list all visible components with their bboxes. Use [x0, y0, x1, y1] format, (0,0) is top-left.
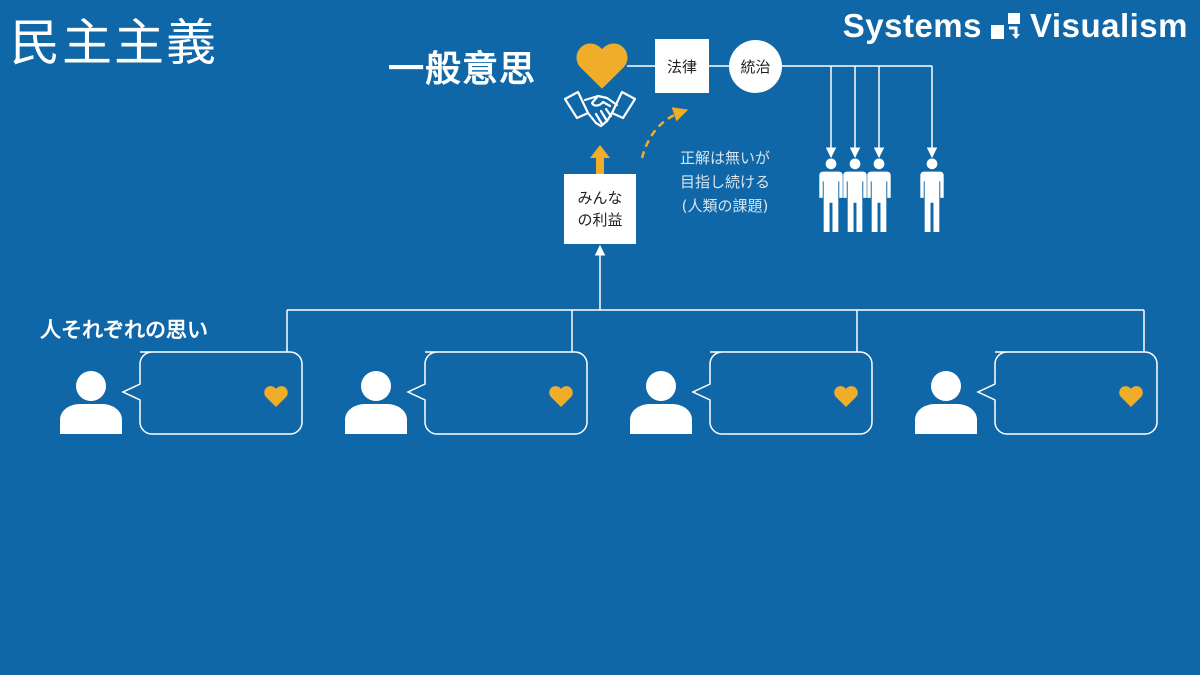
curved-dashed-arrow-icon	[640, 107, 689, 159]
bubble-heart-icon	[264, 386, 288, 407]
user-icon	[60, 371, 122, 434]
speech-bubble	[406, 351, 588, 435]
bubble-heart-icon	[1119, 386, 1143, 407]
note-line-2: 目指し続ける	[679, 173, 770, 191]
voices-label: 人それぞれの思い	[40, 318, 208, 342]
bubble-heart-icon	[834, 386, 858, 407]
flowchart-blocks-icon	[991, 13, 1021, 39]
voices-tree-connector	[286, 244, 1145, 352]
speech-bubble	[121, 351, 303, 435]
general-will-label: 一般意思	[388, 49, 537, 90]
voice-group-4	[915, 351, 1158, 435]
user-icon	[630, 371, 692, 434]
speech-bubble	[976, 351, 1158, 435]
brand-logo: Systems Visualism	[843, 6, 1188, 46]
voice-group-2	[345, 351, 588, 435]
governed-person-icon	[920, 158, 944, 232]
handshake-icon	[563, 90, 637, 128]
user-icon	[345, 371, 407, 434]
law-box: 法律	[655, 39, 709, 93]
common-benefit-line-1: みんな	[577, 189, 623, 207]
upward-arrow-icon	[590, 145, 610, 174]
governed-person-icon	[819, 158, 843, 232]
note-line-3: (人類の課題)	[681, 197, 769, 215]
brand-name-right: Visualism	[1030, 7, 1188, 44]
voice-group-3	[630, 351, 873, 435]
governed-person-icon	[843, 158, 867, 232]
governance-arrows	[825, 66, 938, 159]
governance-circle: 統治	[729, 40, 782, 93]
common-benefit-box: みんな の利益	[564, 174, 636, 244]
aspiration-note: 正解は無いが 目指し続ける (人類の課題)	[662, 146, 788, 218]
common-benefit-line-2: の利益	[577, 211, 623, 229]
general-will-heart-icon	[576, 43, 628, 89]
brand-name-left: Systems	[842, 7, 983, 44]
user-icon	[915, 371, 977, 434]
law-label: 法律	[666, 57, 697, 76]
page-title: 民主主義	[10, 14, 218, 72]
governance-label: 統治	[740, 58, 771, 76]
voice-group-1	[60, 351, 303, 435]
speech-bubble	[691, 351, 873, 435]
governed-person-icon	[867, 158, 891, 232]
bubble-heart-icon	[549, 386, 573, 407]
note-line-1: 正解は無いが	[679, 149, 770, 167]
